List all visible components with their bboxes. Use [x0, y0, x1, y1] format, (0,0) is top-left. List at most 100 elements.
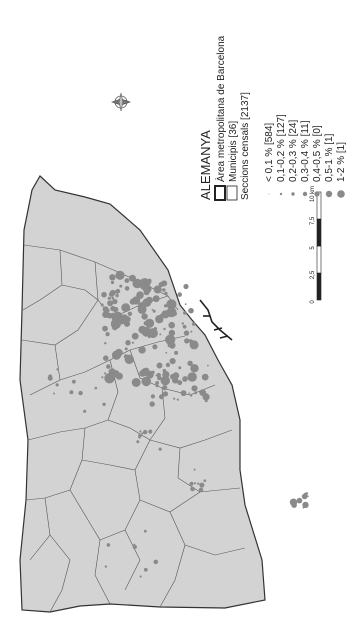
legend-class-symbol — [268, 193, 270, 195]
census-dot — [192, 346, 196, 349]
census-dot — [131, 378, 141, 387]
census-dot — [192, 365, 197, 370]
census-dot — [124, 316, 131, 323]
census-dot — [190, 486, 195, 492]
census-dot — [143, 529, 147, 533]
census-dot — [124, 347, 128, 351]
census-dot — [132, 544, 137, 550]
census-dot — [141, 327, 152, 337]
census-section-dots — [47, 270, 309, 578]
census-dot — [136, 440, 140, 444]
census-dot — [198, 487, 204, 492]
legend-class-symbol — [302, 191, 308, 197]
census-dot — [55, 383, 59, 387]
census-dot — [165, 362, 171, 368]
legend-class-symbol — [291, 192, 295, 196]
scale-bar-tick: 2,5 — [310, 270, 316, 279]
legend-class-symbol — [314, 191, 320, 197]
census-dot — [151, 308, 154, 311]
census-dot — [94, 386, 98, 390]
census-dot — [53, 392, 56, 395]
census-dot — [83, 409, 87, 413]
census-dot — [124, 286, 130, 291]
census-dot — [102, 306, 109, 313]
census-dot — [129, 298, 136, 305]
scale-bar-segment — [316, 218, 322, 247]
census-dot — [104, 342, 107, 345]
census-dot — [183, 330, 190, 336]
census-dot — [114, 290, 118, 294]
census-dot — [194, 391, 198, 395]
census-dot — [111, 296, 115, 300]
census-dot — [162, 391, 169, 397]
census-dot — [141, 376, 152, 387]
legend-class-symbol — [325, 190, 333, 198]
census-dot — [139, 430, 142, 433]
census-dot — [164, 291, 168, 296]
census-dot — [123, 320, 131, 327]
census-dot — [302, 501, 309, 509]
census-dot — [191, 385, 198, 392]
scale-bar-tick: 0 — [310, 300, 316, 304]
census-dot — [151, 370, 155, 374]
census-dot — [158, 281, 164, 288]
census-dot — [139, 278, 150, 289]
census-dot — [111, 312, 115, 315]
census-dot — [178, 366, 182, 370]
census-dot — [305, 492, 309, 495]
census-dot — [162, 371, 170, 379]
census-dot — [162, 288, 166, 292]
census-dot — [113, 301, 116, 304]
census-dot — [113, 307, 119, 312]
census-dot — [47, 375, 53, 381]
census-dot — [112, 299, 118, 305]
census-dot — [115, 372, 123, 380]
census-dot — [153, 559, 159, 565]
census-dot — [100, 303, 104, 307]
census-dot — [183, 283, 189, 290]
census-dot — [115, 270, 125, 280]
legend-class-label: 0,1-0,2 % [127] — [276, 114, 287, 182]
census-dot — [158, 447, 162, 451]
legend-class-label: 1-2 % [1] — [336, 142, 347, 182]
census-dot — [177, 380, 183, 386]
scale-bar-segment — [316, 272, 322, 301]
census-dot — [188, 392, 191, 395]
census-dot — [103, 355, 109, 362]
legend-class-label: 0,5-1 % [1] — [324, 133, 335, 182]
census-dot — [142, 298, 152, 307]
census-dot — [157, 375, 162, 381]
census-dot — [180, 390, 187, 397]
census-dot — [174, 350, 179, 355]
legend-class-symbol — [279, 192, 283, 196]
census-dot — [173, 397, 176, 400]
census-dot — [155, 381, 160, 385]
census-dot — [152, 344, 158, 350]
census-dot — [143, 429, 148, 435]
legend-title: ALEMANYA — [198, 130, 213, 200]
harbour-detail — [199, 299, 233, 341]
census-dot — [109, 274, 116, 281]
metropolitan-area-outline — [19, 175, 266, 613]
legend-class-label: < 0,1 % [584] — [264, 123, 275, 182]
census-dot — [162, 385, 168, 391]
census-dot — [203, 479, 207, 483]
legend-class-label: 0,4-0,5 % [0] — [312, 125, 323, 182]
census-dot — [108, 291, 115, 297]
scale-bar-tick: 7,5 — [310, 216, 316, 225]
census-dot — [107, 300, 114, 307]
census-dot — [131, 332, 139, 340]
census-dot — [112, 324, 118, 331]
census-dot — [188, 307, 194, 314]
census-dot — [106, 364, 111, 369]
census-dot — [137, 304, 147, 314]
census-dot — [204, 399, 208, 403]
census-dot — [177, 292, 182, 297]
census-dot — [145, 318, 155, 328]
census-dot — [165, 334, 176, 345]
census-dot — [148, 429, 153, 434]
census-dot — [166, 299, 177, 310]
census-dot — [131, 341, 134, 344]
census-dot — [163, 304, 168, 308]
census-dot — [168, 321, 175, 329]
